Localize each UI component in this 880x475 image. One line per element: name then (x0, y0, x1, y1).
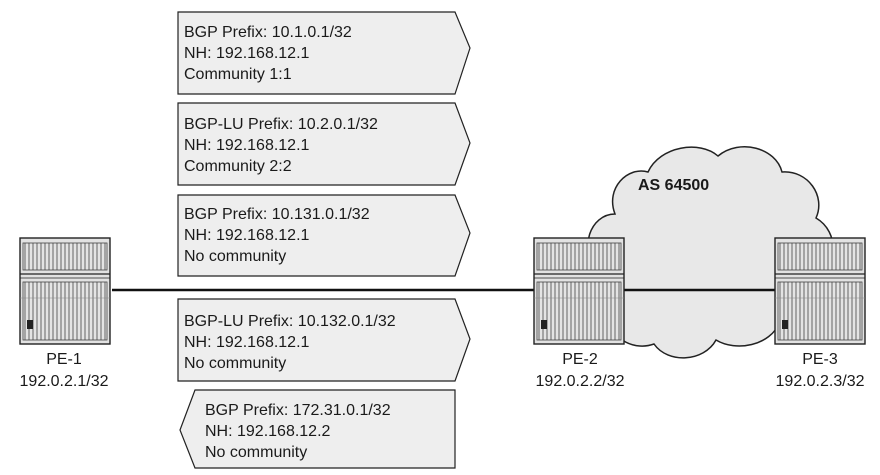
bgp-message-2: BGP-LU Prefix: 10.2.0.1/32 NH: 192.168.1… (177, 102, 471, 186)
message-3-line-3: No community (184, 248, 286, 265)
message-2-line-2: NH: 192.168.12.1 (184, 137, 310, 154)
message-4-line-1: BGP-LU Prefix: 10.132.0.1/32 (184, 313, 396, 330)
bgp-message-1: BGP Prefix: 10.1.0.1/32 NH: 192.168.12.1… (177, 11, 471, 95)
router-pe1-name: PE-1 (46, 351, 82, 368)
as-cloud: AS 64500 (586, 146, 834, 359)
router-pe2-address: 192.0.2.2/32 (536, 373, 625, 390)
message-3-line-2: NH: 192.168.12.1 (184, 227, 310, 244)
router-pe3-address: 192.0.2.3/32 (776, 373, 865, 390)
router-pe3-name: PE-3 (802, 351, 838, 368)
message-1-line-3: Community 1:1 (184, 66, 292, 83)
message-4-line-3: No community (184, 355, 286, 372)
bgp-message-5: BGP Prefix: 172.31.0.1/32 NH: 192.168.12… (179, 389, 456, 469)
message-5-line-1: BGP Prefix: 172.31.0.1/32 (205, 402, 391, 419)
message-2-line-1: BGP-LU Prefix: 10.2.0.1/32 (184, 116, 378, 133)
bgp-message-3: BGP Prefix: 10.131.0.1/32 NH: 192.168.12… (177, 194, 471, 277)
message-5-line-2: NH: 192.168.12.2 (205, 423, 331, 440)
message-1-line-1: BGP Prefix: 10.1.0.1/32 (184, 24, 352, 41)
router-pe1-address: 192.0.2.1/32 (20, 373, 109, 390)
router-pe2 (533, 237, 625, 345)
message-4-line-2: NH: 192.168.12.1 (184, 334, 310, 351)
router-pe1 (19, 237, 111, 345)
message-2-line-3: Community 2:2 (184, 158, 292, 175)
message-1-line-2: NH: 192.168.12.1 (184, 45, 310, 62)
message-3-line-1: BGP Prefix: 10.131.0.1/32 (184, 206, 370, 223)
router-pe3 (774, 237, 866, 345)
router-pe2-name: PE-2 (562, 351, 598, 368)
message-5-line-3: No community (205, 444, 307, 461)
bgp-message-4: BGP-LU Prefix: 10.132.0.1/32 NH: 192.168… (177, 298, 471, 382)
as-label: AS 64500 (638, 177, 709, 194)
